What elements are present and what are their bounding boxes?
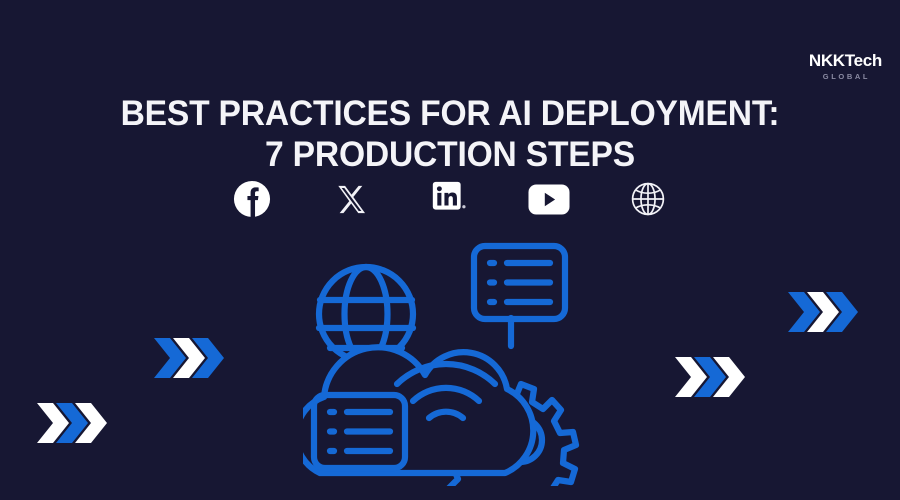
title-line-2: 7 PRODUCTION STEPS — [265, 134, 635, 174]
chevron-group-right-bottom — [673, 355, 745, 399]
globe-website-icon[interactable] — [627, 178, 669, 220]
chevron-group-left-top — [152, 336, 224, 380]
brand-name: NKKTech — [808, 51, 882, 70]
linkedin-icon[interactable] — [429, 178, 471, 220]
social-icons-row — [0, 178, 900, 220]
youtube-icon[interactable] — [528, 178, 570, 220]
x-twitter-icon[interactable] — [330, 178, 372, 220]
brand-tagline: GLOBAL — [822, 72, 871, 81]
chevron-group-left-bottom — [35, 401, 107, 445]
brand-logo: NKKTech GLOBAL — [809, 52, 882, 81]
title-line-1: BEST PRACTICES FOR AI DEPLOYMENT: — [120, 94, 780, 133]
wifi-signal-icon — [393, 360, 499, 422]
page-title: BEST PRACTICES FOR AI DEPLOYMENT: 7 PROD… — [18, 94, 882, 176]
chevron-group-right-top — [786, 290, 858, 334]
checklist-panel-top-right — [470, 242, 569, 323]
cloud-computing-illustration — [303, 238, 603, 486]
checklist-panel-bottom-left — [310, 391, 409, 472]
facebook-icon[interactable] — [231, 178, 273, 220]
cloud-icon — [303, 344, 537, 477]
